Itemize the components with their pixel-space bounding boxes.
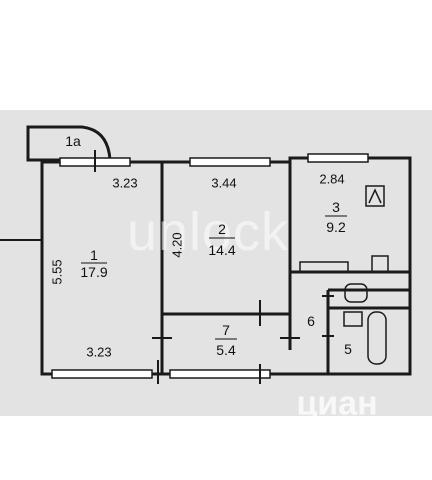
brand-watermark: циан (296, 384, 378, 423)
room3-number: 3 (332, 199, 340, 215)
room3-fraction-line (325, 215, 347, 217)
toilet-icon (344, 283, 368, 303)
sink-kitchen-icon (371, 255, 389, 273)
room6-number: 6 (307, 313, 315, 329)
washbasin-icon (343, 311, 363, 327)
counter-icon (299, 261, 349, 273)
stove-icon (365, 185, 385, 207)
room5-number: 5 (344, 341, 352, 357)
room2-number: 2 (218, 221, 226, 237)
bottom-margin (0, 416, 432, 480)
window-bottom (51, 369, 153, 379)
bathtub-icon (367, 311, 387, 365)
window-bottom-2 (169, 369, 271, 379)
room1-area: 17.9 (80, 264, 108, 280)
room2-area: 14.4 (208, 242, 236, 258)
room3-area: 9.2 (326, 219, 346, 235)
window-room2 (189, 157, 271, 167)
room1-top-width: 3.23 (112, 175, 138, 191)
room1-height: 5.55 (49, 259, 65, 285)
room2-top-width: 3.44 (211, 175, 237, 191)
balcony-label: 1a (65, 133, 81, 149)
room3-top-width: 2.84 (319, 171, 345, 187)
window-room3 (307, 153, 369, 163)
room7-number: 7 (222, 322, 230, 338)
watermark: unlock (126, 202, 290, 262)
room1-number: 1 (90, 247, 98, 263)
room7-area: 5.4 (216, 342, 236, 358)
room2-fraction-line (209, 237, 235, 239)
room2-height: 4.20 (169, 232, 185, 258)
room1-bottom-width: 3.23 (86, 344, 112, 360)
room1-fraction-line (81, 262, 107, 264)
room7-fraction-line (215, 338, 237, 340)
